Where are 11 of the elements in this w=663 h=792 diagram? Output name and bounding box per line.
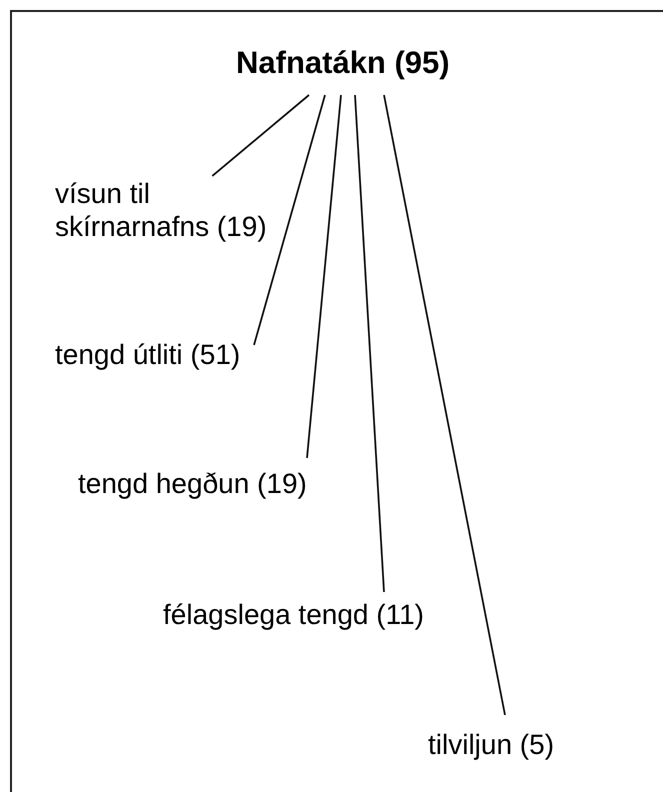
category-label: tilviljun (5) bbox=[428, 728, 554, 761]
title-label: Nafnatákn (95) bbox=[236, 45, 450, 81]
category-label: tengd útliti (51) bbox=[55, 338, 240, 371]
leader-line bbox=[212, 94, 310, 177]
category-label: tengd hegðun (19) bbox=[78, 467, 307, 500]
leader-line bbox=[253, 94, 326, 346]
category-label: vísun til skírnarnafns (19) bbox=[55, 177, 287, 243]
category-label: félagslega tengd (11) bbox=[163, 598, 424, 631]
leader-line bbox=[383, 94, 506, 716]
leader-line bbox=[306, 94, 342, 458]
leader-line bbox=[354, 94, 385, 592]
